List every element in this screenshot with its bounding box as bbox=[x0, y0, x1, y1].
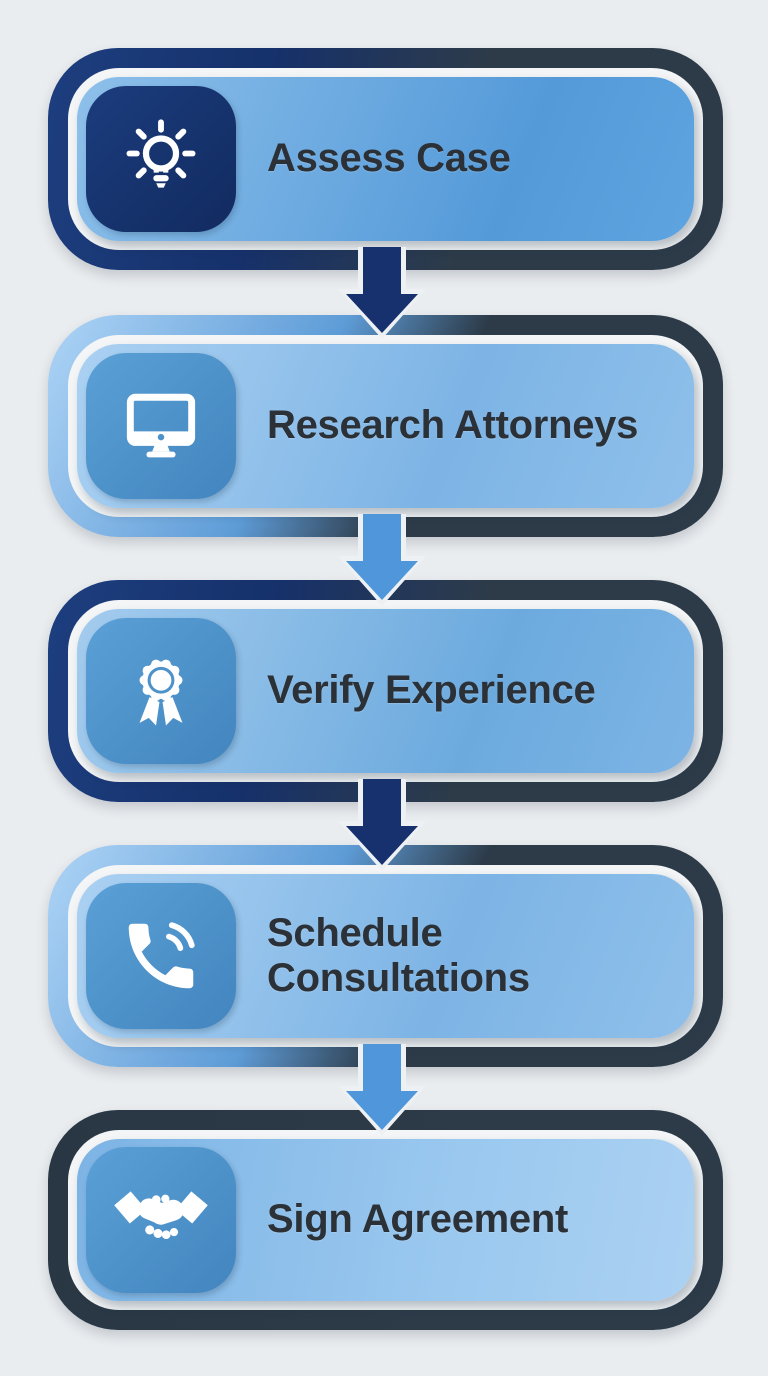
flow-arrow-down-3-icon bbox=[338, 779, 426, 871]
step-card-5-body: Sign Agreement bbox=[77, 1139, 694, 1301]
step-card-3-outline: Verify Experience bbox=[48, 580, 723, 802]
step-label-1: Assess Case bbox=[267, 136, 511, 181]
step-label-5: Sign Agreement bbox=[267, 1197, 569, 1242]
step-card-4-gap: Schedule Consultations bbox=[68, 865, 703, 1047]
award-ribbon-icon bbox=[86, 618, 236, 764]
step-label-3: Verify Experience bbox=[267, 668, 596, 713]
monitor-icon bbox=[86, 353, 236, 499]
step-card-1-outline: Assess Case bbox=[48, 48, 723, 270]
step-card-1-gap: Assess Case bbox=[68, 68, 703, 250]
step-card-2: Research Attorneys bbox=[48, 315, 723, 537]
step-card-2-gap: Research Attorneys bbox=[68, 335, 703, 517]
step-card-1: Assess Case bbox=[48, 48, 723, 270]
flow-arrow-down-4-icon bbox=[338, 1044, 426, 1136]
step-card-4-body: Schedule Consultations bbox=[77, 874, 694, 1038]
lightbulb-icon bbox=[86, 86, 236, 232]
step-label-4: Schedule Consultations bbox=[267, 910, 530, 1000]
flow-arrow-down-1-icon bbox=[338, 247, 426, 339]
step-card-3: Verify Experience bbox=[48, 580, 723, 802]
step-card-2-outline: Research Attorneys bbox=[48, 315, 723, 537]
handshake-icon bbox=[86, 1147, 236, 1293]
step-label-2: Research Attorneys bbox=[267, 403, 639, 448]
flow-arrow-down-2-icon bbox=[338, 514, 426, 606]
step-card-2-body: Research Attorneys bbox=[77, 344, 694, 508]
step-card-3-gap: Verify Experience bbox=[68, 600, 703, 782]
step-card-5-gap: Sign Agreement bbox=[68, 1130, 703, 1310]
step-card-4-outline: Schedule Consultations bbox=[48, 845, 723, 1067]
step-card-5-outline: Sign Agreement bbox=[48, 1110, 723, 1330]
step-card-3-body: Verify Experience bbox=[77, 609, 694, 773]
phone-icon bbox=[86, 883, 236, 1029]
step-card-1-body: Assess Case bbox=[77, 77, 694, 241]
step-card-4: Schedule Consultations bbox=[48, 845, 723, 1067]
step-card-5: Sign Agreement bbox=[48, 1110, 723, 1330]
